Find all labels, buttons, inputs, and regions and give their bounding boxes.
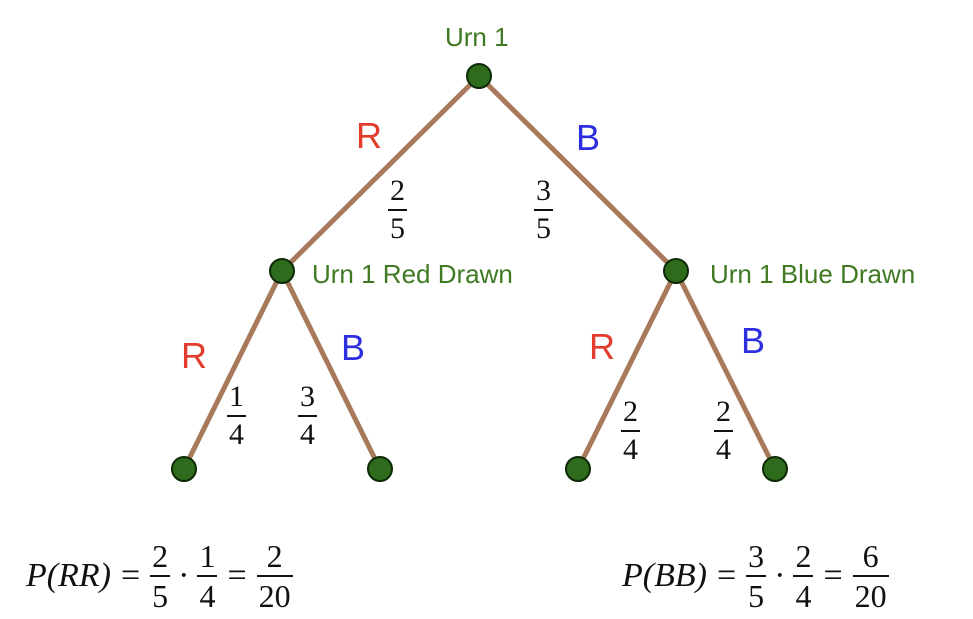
multiply-dot: · — [774, 557, 786, 594]
prob-numerator: 2 — [623, 395, 638, 428]
result-denominator: 20 — [258, 578, 291, 614]
prob-numerator: 3 — [536, 174, 551, 207]
fraction-bar — [388, 209, 407, 211]
prob-numerator: 3 — [300, 380, 315, 413]
result-numerator: 2 — [266, 538, 283, 574]
branch-letter-right-left: R — [589, 326, 615, 367]
factor-denominator: 4 — [795, 578, 812, 614]
blue-drawn-node-label: Urn 1 Blue Drawn — [710, 259, 916, 289]
fraction-bar — [197, 575, 218, 577]
prob-denominator: 4 — [623, 433, 638, 466]
factor-denominator: 5 — [748, 578, 765, 614]
prob-root-left: 2 5 — [388, 176, 407, 244]
fraction-bar — [298, 415, 317, 417]
result-denominator: 20 — [854, 578, 887, 614]
prob-right-right: 2 4 — [714, 397, 733, 465]
factor-numerator: 1 — [199, 538, 216, 574]
red-drawn-node-label: Urn 1 Red Drawn — [312, 259, 513, 289]
prob-right-left: 2 4 — [621, 397, 640, 465]
branch-letter-left-right: B — [341, 327, 366, 368]
fraction-bar — [621, 430, 640, 432]
edge-left-left — [181, 268, 285, 472]
node-blue-drawn — [663, 258, 689, 284]
factor-numerator: 3 — [748, 538, 765, 574]
fraction-bar — [256, 575, 293, 577]
prob-numerator: 1 — [229, 380, 244, 413]
node-red-drawn — [269, 258, 295, 284]
prob-denominator: 5 — [536, 212, 551, 245]
edge-right-right — [673, 268, 778, 472]
factor-denominator: 5 — [152, 578, 169, 614]
edge-left-right — [279, 268, 383, 472]
node-leaf-bb — [762, 456, 788, 482]
prob-denominator: 5 — [390, 212, 405, 245]
edge-right-left — [575, 268, 679, 472]
branch-letter-root-right: B — [576, 117, 601, 158]
formula-result: 6 20 — [852, 538, 889, 614]
prob-left-left: 1 4 — [227, 382, 246, 450]
formula-factor-2: 1 4 — [197, 538, 218, 614]
fraction-bar — [227, 415, 246, 417]
root-node-label: Urn 1 — [445, 22, 509, 52]
node-leaf-rb — [367, 456, 393, 482]
fraction-bar — [793, 575, 814, 577]
branch-letter-right-right: B — [741, 320, 766, 361]
edge-root-right — [476, 73, 679, 274]
formula-result: 2 20 — [256, 538, 293, 614]
prob-root-right: 3 5 — [534, 176, 553, 244]
formula-lhs: P(BB) — [622, 557, 707, 594]
equals-sign: = — [120, 557, 141, 594]
prob-denominator: 4 — [229, 418, 244, 451]
formula-factor-1: 3 5 — [746, 538, 767, 614]
node-leaf-rr — [171, 456, 197, 482]
factor-numerator: 2 — [152, 538, 169, 574]
node-root — [466, 63, 492, 89]
factor-numerator: 2 — [795, 538, 812, 574]
multiply-dot: · — [178, 557, 190, 594]
branch-letter-root-left: R — [356, 115, 382, 156]
branch-letter-left-left: R — [181, 335, 207, 376]
equals-sign: = — [716, 557, 737, 594]
fraction-bar — [746, 575, 767, 577]
formula-p-bb: P(BB) = 3 5 · 2 4 = 6 20 — [622, 540, 889, 612]
prob-numerator: 2 — [716, 395, 731, 428]
formula-factor-2: 2 4 — [793, 538, 814, 614]
formula-factor-1: 2 5 — [150, 538, 171, 614]
prob-left-right: 3 4 — [298, 382, 317, 450]
prob-denominator: 4 — [300, 418, 315, 451]
equals-sign: = — [227, 557, 247, 594]
fraction-bar — [150, 575, 171, 577]
equals-sign: = — [823, 557, 843, 594]
formula-p-rr: P(RR) = 2 5 · 1 4 = 2 20 — [26, 540, 293, 612]
prob-denominator: 4 — [716, 433, 731, 466]
node-leaf-br — [565, 456, 591, 482]
factor-denominator: 4 — [199, 578, 216, 614]
formula-lhs: P(RR) — [26, 557, 111, 594]
edge-root-left — [279, 73, 482, 274]
fraction-bar — [852, 575, 889, 577]
fraction-bar — [714, 430, 733, 432]
fraction-bar — [534, 209, 553, 211]
prob-numerator: 2 — [390, 174, 405, 207]
result-numerator: 6 — [862, 538, 879, 574]
